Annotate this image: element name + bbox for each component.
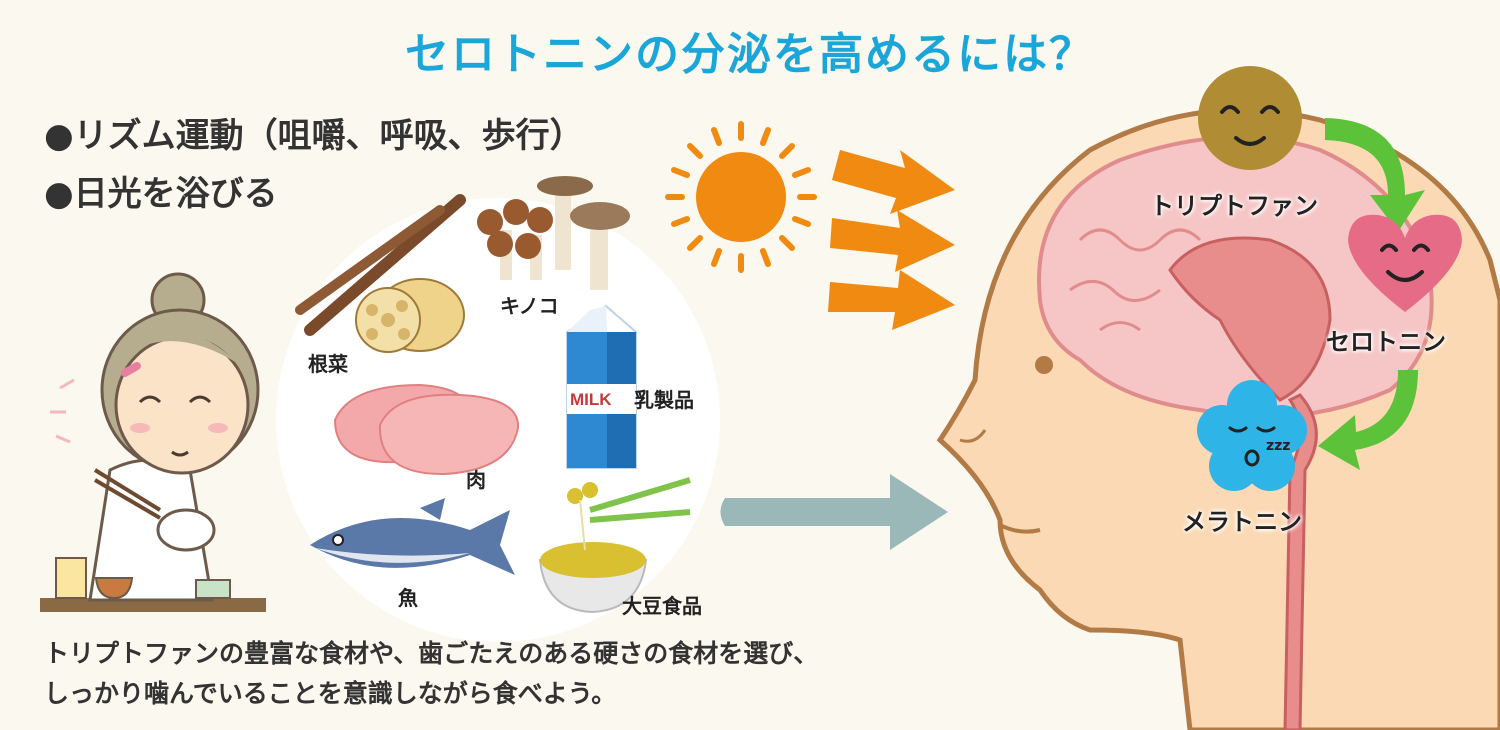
page-title: セロトニンの分泌を高めるには？: [405, 29, 1095, 80]
label-root-vegetables: 根菜: [308, 352, 348, 376]
orange-arrow-3-icon: [828, 270, 955, 330]
orange-arrow-1-icon: [832, 150, 955, 214]
label-melatonin: メラトニン: [1182, 508, 1302, 536]
footer-line-1: トリプトファンの豊富な食材や、歯ごたえのある硬さの食材を選び、: [44, 639, 819, 668]
mushroom-illustration: [477, 176, 630, 290]
soy-food-illustration: [538, 477, 691, 614]
bullet-rhythm-exercise: ●リズム運動（咀嚼、呼吸、歩行）: [44, 116, 584, 156]
label-serotonin: セロトニン: [1326, 328, 1446, 356]
footer-line-2: しっかり噛んでいることを意識しながら食べよう。: [44, 679, 617, 708]
fish-illustration: [310, 498, 515, 575]
label-dairy: 乳製品: [634, 388, 694, 412]
label-soy-food: 大豆食品: [622, 594, 702, 618]
food-to-brain-arrow-icon: [720, 474, 948, 550]
milk-carton-illustration: [566, 304, 637, 469]
bullet-sunlight: ●日光を浴びる: [44, 174, 278, 214]
label-tryptophan: トリプトファン: [1150, 192, 1318, 220]
label-fish: 魚: [398, 586, 418, 610]
orange-arrow-2-icon: [830, 210, 955, 272]
root-vegetable-illustration: [295, 194, 466, 353]
label-meat: 肉: [466, 468, 486, 492]
zzz-text: zzz: [1266, 438, 1291, 454]
milk-carton-text: MILK: [570, 390, 612, 409]
label-mushroom: キノコ: [500, 294, 559, 318]
meat-illustration: [333, 383, 520, 476]
sun-icon: [665, 121, 817, 273]
cycle-arrow-2-icon: [1318, 370, 1418, 470]
melatonin-flower-icon: [1197, 380, 1307, 491]
sunlight-arrows: [828, 150, 955, 330]
cycle-arrow-1-icon: [1325, 118, 1425, 232]
tryptophan-face-icon: [1198, 66, 1302, 170]
serotonin-heart-icon: [1348, 214, 1462, 312]
woman-eating-illustration: [40, 272, 266, 612]
